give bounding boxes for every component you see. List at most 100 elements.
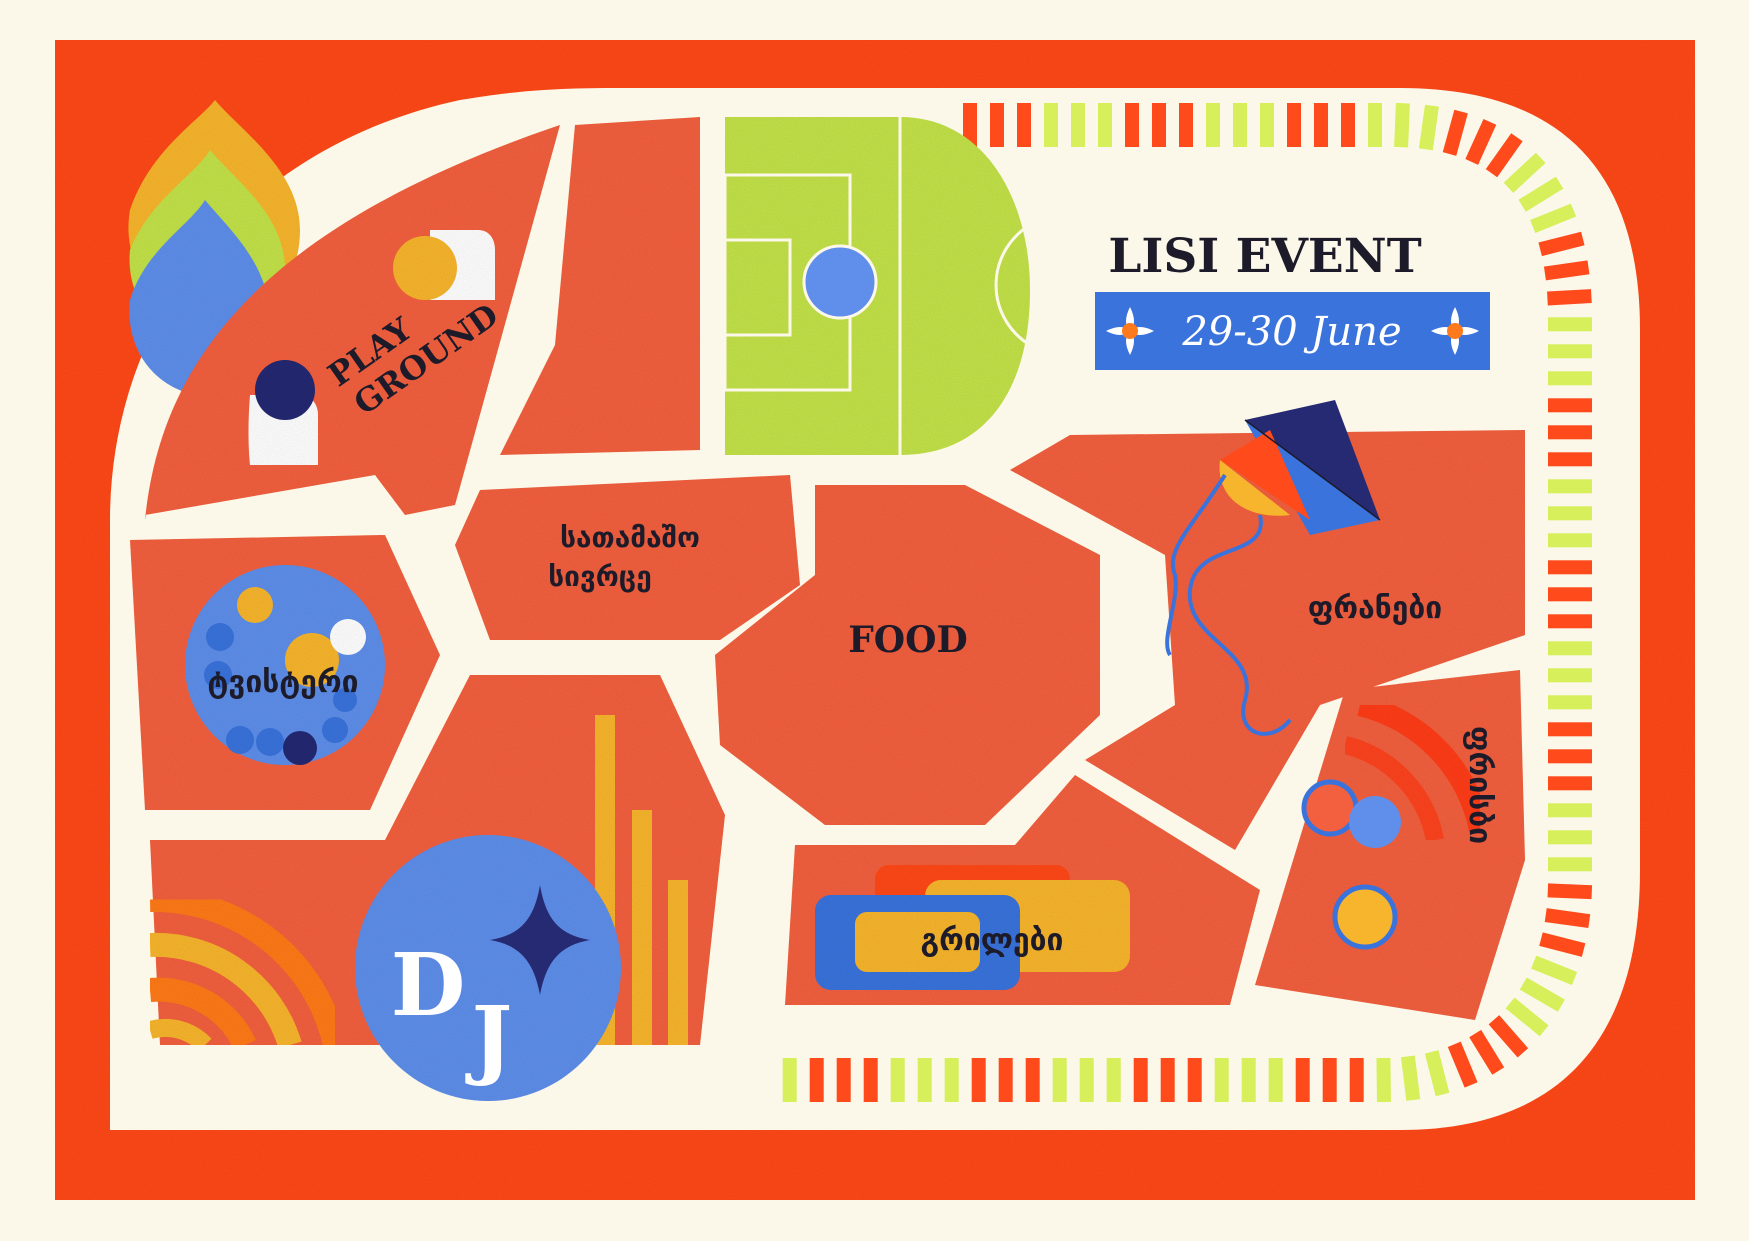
track-dash [1548,722,1592,737]
track-dash [1214,1058,1229,1102]
dj-bars [595,715,688,1045]
soccer-field-icon[interactable] [725,117,1030,455]
track-dash [1530,203,1577,234]
date-banner: 29-30 June [1095,292,1490,370]
frisbee-discs [1301,779,1401,950]
label-toys-line1: სათამაშო [560,521,700,554]
track-dash [1548,695,1592,710]
label-food: FOOD [848,619,968,661]
track-dash [1424,1050,1450,1097]
track-dash [990,103,1004,147]
track-dash [1548,830,1592,845]
track-dash [1548,425,1592,440]
label-swings: გრილები [921,923,1064,958]
track-dash [1538,231,1585,257]
zone-strip[interactable] [500,117,700,455]
track-dash [1465,118,1497,165]
track-dash [1079,1058,1094,1102]
track-dash [1268,1058,1283,1102]
track-dash [1125,103,1139,147]
track-dash [782,1058,797,1102]
track-dash [836,1058,851,1102]
track-dash [1485,133,1523,178]
track-dash [1548,803,1592,818]
track-dash [1547,883,1593,900]
track-dash [1098,103,1112,147]
track-dash [1548,506,1592,521]
track-dash [1543,260,1590,281]
star-icon [490,885,590,995]
dj-rainbow [147,887,347,1052]
track-dash [1314,103,1328,147]
label-toys-line2: სივრცე [548,560,651,593]
track-dash [1106,1058,1121,1102]
track-dash [1447,1041,1478,1088]
track-dash [1548,776,1592,791]
track-dash [1133,1058,1148,1102]
track-dash [1548,668,1592,683]
track-dash [1418,104,1439,151]
track-dash [863,1058,878,1102]
flower-icon [1106,307,1154,355]
zone-toys[interactable] [455,475,800,640]
field-markings [723,117,1031,455]
track-dash [1052,1058,1067,1102]
track-dash [890,1058,905,1102]
track-dash [1548,398,1592,413]
track-dash [1547,289,1592,306]
track-dash [1548,614,1592,629]
track-dash [1187,1058,1202,1102]
track-dash [1488,1015,1529,1058]
track-dash [1548,587,1592,602]
track-dash [971,1058,986,1102]
track-dash [1394,102,1410,148]
twister-board [185,565,385,765]
kite-icon [1165,400,1381,736]
track-dash [1548,560,1592,575]
track-dash [1548,641,1592,656]
track-dash [1233,103,1247,147]
track-dash [1469,1029,1505,1075]
dj-disc [355,835,621,1101]
track-dash [963,103,977,147]
track-dash [917,1058,932,1102]
label-frisbee: ფრისბი [1462,726,1497,844]
track-dash [1518,176,1564,212]
frisbee-shapes [1342,694,1491,842]
track-dash [1368,103,1382,147]
track-dash [1519,977,1565,1012]
event-dates: 29-30 June [1181,309,1401,355]
label-twister: ტვისტერი [207,665,358,700]
track-dash [1539,932,1586,957]
track-dash [1287,103,1301,147]
track-dash [1544,908,1591,929]
track-dash [1548,452,1592,467]
track-dash [1376,1057,1391,1103]
track-dash [1548,479,1592,494]
track-dash [1531,955,1578,985]
track-dash [1241,1058,1256,1102]
track-dash [1349,1058,1364,1102]
track-dash [1044,103,1058,147]
track-dash [1206,103,1220,147]
flower-icon [1431,307,1479,355]
track-dash [1341,103,1355,147]
label-kites: ფრანები [1308,591,1442,626]
track-dash [809,1058,824,1102]
track-dash [1160,1058,1175,1102]
dashed-track [782,102,1593,1103]
track-dash [1400,1055,1421,1101]
track-dash [1548,857,1592,872]
track-dash [1152,103,1166,147]
track-dash [944,1058,959,1102]
playground-shapes [248,230,495,465]
track-dash [1505,997,1549,1037]
track-dash [1548,533,1592,548]
zone-food[interactable] [715,485,1100,825]
zone-kites[interactable] [1010,430,1525,850]
track-dash [1025,1058,1040,1102]
label-dj-j: J [465,988,513,1089]
event-title: LISI EVENT [1108,229,1421,284]
track-dash [1548,371,1592,386]
